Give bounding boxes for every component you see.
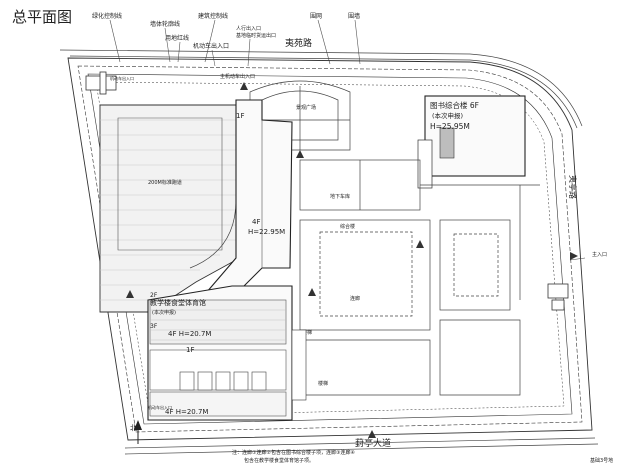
nw-gatehouse — [85, 71, 117, 95]
library-core — [439, 127, 455, 159]
legend-wall: 围墙 — [348, 12, 360, 20]
legend-wall-line: 墙体轮廓线 — [150, 20, 180, 28]
library-sub: (本次申报) — [432, 111, 463, 120]
note-line-1: 注：连廊①连廊②包含在图书综合楼子项，连廊③连廊④ — [232, 449, 355, 456]
note-line-2: 包含在教学楼食堂体育馆子项。 — [244, 457, 314, 464]
legend-leaders — [109, 19, 361, 67]
legend-temp-entry: 基地临时货运出口 — [236, 32, 276, 39]
gym-floor-3f: 3F — [150, 323, 158, 330]
field-a-label: 综合楼 — [340, 223, 355, 230]
north-road-band — [59, 49, 583, 129]
east-gate-arrow — [569, 257, 586, 261]
field-b-label: 连廊 — [350, 295, 360, 302]
gym-sub: (本次申报) — [152, 309, 176, 316]
nw-gate-label: 机动车出入口 — [110, 75, 134, 81]
stair-b-label: 楼梯 — [302, 329, 312, 336]
library-building — [417, 95, 526, 189]
page-title: 总平面图 — [12, 8, 72, 26]
corner-note: 基础3号地 — [590, 457, 613, 464]
plaza-label: 景观广场 — [296, 104, 316, 111]
road-north-label: 夷苑路 — [285, 37, 312, 49]
building-floor-1f: 1F — [236, 112, 244, 120]
teaching-building — [198, 99, 293, 301]
gym-floor-2f: 2F — [150, 292, 158, 299]
parking-label: 地下车库 — [330, 193, 350, 200]
building-height-a: 4F — [252, 218, 260, 226]
gym-name: 教学楼食堂体育馆 — [150, 298, 206, 307]
east-gatehouse — [547, 283, 569, 311]
legend-motor-entry: 机动车出入口 — [193, 42, 229, 50]
legend-red-line: 用地红线 — [165, 34, 189, 42]
gym-floor-1f: 1F — [186, 346, 194, 354]
legend-fence: 围网 — [310, 13, 322, 20]
compass-label: 北 — [130, 424, 137, 432]
east-gate-label: 主入口 — [592, 251, 607, 258]
gym-window-row — [179, 371, 267, 391]
gym-building — [147, 285, 307, 421]
library-name: 图书综合楼 6F — [430, 100, 479, 110]
road-east-label: 夷亭路 — [568, 175, 578, 199]
entry-arrows — [126, 82, 578, 438]
legend-person-entry: 人行出入口 — [236, 25, 261, 32]
library-height: H=25.95M — [430, 122, 470, 131]
north-gate-label: 主机动车出入口 — [220, 73, 255, 80]
gym-floor-4f: 4F H=20.7M — [168, 330, 211, 338]
sw-gate-label: 机动车出入口 — [148, 404, 172, 410]
legend-green-line: 绿化控制线 — [92, 12, 122, 20]
site-boundary — [67, 57, 593, 441]
stair-a-label: 楼梯 — [318, 380, 328, 387]
sports-field — [99, 104, 237, 313]
building-height-b: H=22.95M — [248, 228, 285, 236]
compass-north-arrow-icon — [134, 420, 142, 444]
south-road-band — [124, 437, 599, 455]
gym-height-bottom: 4F H=20.7M — [165, 408, 208, 416]
north-plaza — [249, 80, 351, 151]
track-label: 200M标准跑道 — [148, 179, 182, 186]
field-hatching — [100, 119, 236, 301]
legend-build-line: 建筑控制线 — [198, 12, 228, 20]
